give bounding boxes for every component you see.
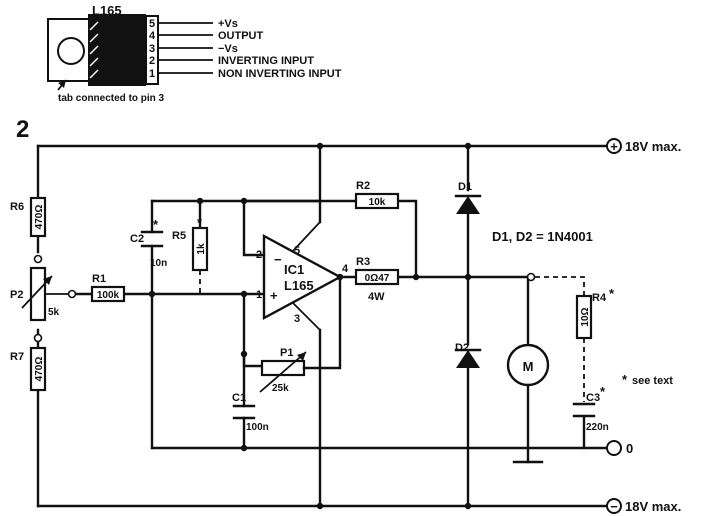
- opamp-minus-sign: −: [274, 252, 282, 267]
- r6-name: R6: [10, 201, 24, 213]
- tab-hole: [57, 37, 85, 65]
- r7-value: 470Ω: [34, 357, 45, 382]
- p1-right-wire: [302, 275, 342, 370]
- r1-name: R1: [92, 273, 106, 285]
- d1-name: D1: [458, 181, 472, 193]
- p2-potentiometer: [29, 266, 47, 322]
- negative-supply-label: 18V max.: [625, 499, 681, 514]
- p2-adjust-arrowhead: [43, 276, 52, 285]
- ground-terminal: [606, 440, 622, 456]
- r1-value: 100k: [97, 290, 120, 301]
- minus-sign: −: [610, 499, 618, 514]
- negative-terminal: −: [606, 498, 622, 514]
- package-body: [88, 14, 146, 86]
- pin-function-label: INVERTING INPUT: [218, 55, 314, 67]
- see-text-star: *: [622, 372, 628, 387]
- pin-1-label: 1: [256, 289, 262, 301]
- positive-terminal: +: [606, 138, 622, 154]
- diode-note: D1, D2 = 1N4001: [492, 229, 593, 244]
- r4-name: R4: [592, 292, 607, 304]
- p2-bottom-terminal: [33, 333, 43, 343]
- r2-resistor: [354, 192, 400, 210]
- pin-function-label: +Vs: [218, 18, 238, 30]
- see-text-note: see text: [632, 375, 673, 387]
- p1-adjust-arrow: [259, 351, 307, 393]
- pin-function-label: −Vs: [218, 43, 238, 55]
- p2-name: P2: [10, 289, 23, 301]
- pin-number: 5: [149, 18, 155, 30]
- motor-label: M: [523, 359, 534, 374]
- r3-name: R3: [356, 256, 370, 268]
- d2-diode: [456, 350, 480, 368]
- r6-value: 470Ω: [34, 205, 45, 230]
- inv-input-wire: [242, 199, 266, 257]
- c1-value: 100n: [246, 422, 269, 433]
- wiper-terminal: [67, 289, 77, 299]
- pin-number: 4: [149, 30, 156, 42]
- r5-star: *: [197, 215, 203, 230]
- pin-number: 1: [149, 68, 155, 80]
- p2-value: 5k: [48, 307, 60, 318]
- pin-3-label: 3: [294, 313, 300, 325]
- d1-diode: [456, 196, 480, 214]
- snubber-top-link: [535, 276, 585, 296]
- pin-strip: [145, 15, 159, 85]
- p1-adjust-arrowhead: [297, 352, 306, 361]
- r5-value: 1k: [196, 243, 207, 255]
- c2-capacitor: [140, 230, 164, 248]
- pin-number: 3: [149, 43, 155, 55]
- pin-function-label: NON INVERTING INPUT: [218, 68, 342, 80]
- ic1-type: L165: [284, 278, 314, 293]
- r2-value: 10k: [369, 197, 386, 208]
- positive-supply-label: 18V max.: [625, 139, 681, 154]
- ic1-opamp: [262, 233, 343, 321]
- c1-name: C1: [232, 392, 246, 404]
- p1-wire: [242, 352, 264, 368]
- ground-label: 0: [626, 441, 633, 456]
- r3-resistor: [354, 268, 400, 286]
- r3-power: 4W: [368, 291, 385, 303]
- r7-name: R7: [10, 351, 24, 363]
- r2-name: R2: [356, 180, 370, 192]
- pinout-diagram: L165 5 4 3 2 1 +Vs OUTPUT −Vs INVERTING …: [47, 3, 342, 104]
- pin-5-wire: [291, 221, 321, 253]
- opamp-plus-sign: +: [270, 288, 278, 303]
- r4-star: *: [609, 286, 615, 301]
- p2-top-terminal: [33, 254, 43, 264]
- pin-function-label: OUTPUT: [218, 30, 264, 42]
- r7-resistor: [29, 346, 47, 392]
- r5-name: R5: [172, 230, 186, 242]
- pin-4-label: 4: [342, 263, 349, 275]
- pin-3-wire: [291, 301, 321, 331]
- c3-value: 220n: [586, 422, 609, 433]
- plus-sign: +: [610, 139, 618, 154]
- junction-dots: [148, 142, 472, 510]
- p1-name: P1: [280, 347, 293, 359]
- c3-name: C3: [586, 392, 600, 404]
- pin-leads: [158, 22, 213, 74]
- r2-wire: [242, 199, 418, 279]
- motor: [506, 343, 550, 387]
- pin-5-label: 5: [294, 245, 300, 257]
- motor-terminal: [526, 272, 536, 282]
- c2-star: *: [153, 217, 159, 232]
- tab-note-arrowhead: [58, 80, 66, 88]
- c2-value: 10n: [150, 258, 167, 269]
- figure-number: 2: [16, 116, 29, 143]
- d2-name: D2: [455, 342, 469, 354]
- c1-capacitor: [232, 404, 256, 420]
- p1-value: 25k: [272, 383, 289, 394]
- c3-star: *: [600, 384, 606, 399]
- r1-resistor: [90, 285, 126, 303]
- package-hatching: [89, 21, 99, 79]
- c3-capacitor: [572, 402, 596, 418]
- r4-value: 10Ω: [580, 307, 591, 326]
- r6-resistor: [29, 196, 47, 238]
- ic1-name: IC1: [284, 262, 304, 277]
- r3-value: 0Ω47: [365, 273, 390, 284]
- tab-note: tab connected to pin 3: [58, 93, 165, 104]
- c2-name: C2: [130, 233, 144, 245]
- pin-number: 2: [149, 55, 155, 67]
